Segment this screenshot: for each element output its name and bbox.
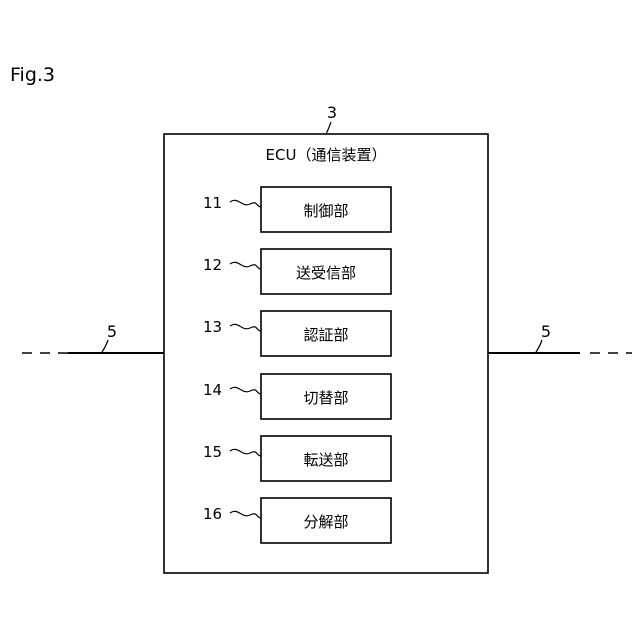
unit-ref: 13 <box>203 318 222 336</box>
right-line-ref: 5 <box>541 322 551 341</box>
ecu-ref-leader <box>326 122 331 134</box>
unit-label: 送受信部 <box>296 264 356 282</box>
unit-label: 切替部 <box>303 389 348 407</box>
unit-ref: 12 <box>203 256 222 274</box>
ecu-ref: 3 <box>327 103 337 122</box>
unit-label: 転送部 <box>303 451 348 469</box>
unit-ref: 15 <box>203 443 222 461</box>
unit-ref: 14 <box>203 381 222 399</box>
unit-label: 制御部 <box>303 202 348 220</box>
unit-ref: 16 <box>203 505 222 523</box>
left-line-leader <box>102 340 108 352</box>
left-line-ref: 5 <box>107 322 117 341</box>
unit-ref: 11 <box>203 194 222 212</box>
right-line-leader <box>536 340 542 352</box>
unit-label: 分解部 <box>303 513 348 531</box>
ecu-title: ECU（通信装置） <box>266 146 387 164</box>
unit-label: 認証部 <box>303 326 348 344</box>
